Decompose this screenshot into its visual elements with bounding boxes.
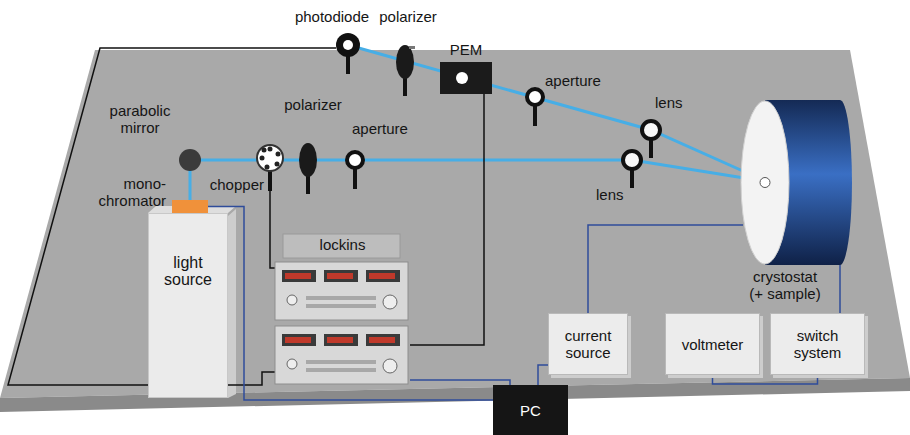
aperture-label: aperture	[352, 120, 422, 137]
pem-window	[456, 72, 468, 84]
node-label: voltmeter	[670, 336, 755, 353]
lens	[642, 121, 660, 139]
lockin-unit	[275, 326, 408, 384]
light-beam	[190, 160, 763, 200]
polarizer-label: polarizer	[373, 8, 443, 25]
signal-cable	[410, 94, 484, 345]
signal-cable	[588, 225, 743, 313]
monochromator-block: mono- chromator	[172, 200, 208, 213]
optic-post	[403, 78, 407, 96]
signal-cable	[538, 365, 548, 385]
photodiode-label: photodiode	[290, 8, 374, 25]
node-label: PC	[497, 402, 564, 419]
signal-cable	[208, 207, 493, 401]
light-source-side	[228, 209, 236, 398]
parabolic-mirror	[179, 149, 201, 171]
pem-modulator: PEM	[440, 62, 492, 94]
cryostat: crystostat (+ sample)	[740, 100, 860, 265]
chopper-slot	[262, 148, 267, 153]
lockin-display	[324, 270, 358, 282]
pem-aperture	[440, 62, 492, 94]
lockin-rack: lockins	[275, 232, 410, 392]
node-label: current source	[553, 327, 623, 361]
lockin-display	[366, 334, 400, 346]
lens-label: lens	[596, 186, 630, 203]
lockin-buttons	[306, 368, 376, 372]
lens	[623, 151, 641, 169]
chopper-label: chopper	[208, 176, 264, 193]
lockin-display	[282, 270, 316, 282]
lockin-buttons	[306, 296, 376, 300]
chopper-slot	[265, 165, 270, 170]
lockin-digits	[369, 337, 395, 343]
chopper-cable	[270, 190, 275, 268]
polarizer	[396, 45, 414, 79]
aperture-label: aperture	[545, 72, 615, 89]
lens-label: lens	[655, 94, 689, 111]
aperture	[527, 89, 543, 105]
photodiode	[336, 33, 360, 57]
light-source-box: light source	[148, 213, 228, 398]
lockin-knob	[383, 295, 397, 309]
optic-post	[353, 169, 357, 189]
polarizer-label: polarizer	[278, 96, 348, 113]
chopper-slot	[275, 162, 280, 167]
node-label: lockins	[283, 236, 402, 253]
lockin-buttons	[306, 304, 376, 308]
voltmeter-box: voltmeter	[665, 313, 760, 375]
aperture	[347, 152, 363, 168]
lockin-digits	[327, 337, 353, 343]
optic-post	[533, 106, 537, 126]
lockin-knob	[383, 359, 397, 373]
lockin-digits	[369, 273, 395, 279]
lockin-knob	[287, 359, 297, 369]
lockin-buttons	[306, 360, 376, 364]
node-label: PEM	[426, 41, 506, 58]
lockin-display	[282, 334, 316, 346]
chopper-slot	[276, 152, 281, 157]
chopper-slot	[268, 147, 273, 152]
pc-box: PC	[493, 385, 568, 435]
lockin-display	[366, 270, 400, 282]
optic-post	[346, 56, 350, 74]
light-beam	[348, 45, 763, 180]
lockin-display	[324, 334, 358, 346]
signal-cable	[839, 265, 841, 313]
table-front	[0, 378, 910, 412]
photodiode-window	[343, 40, 353, 50]
table-top	[0, 50, 910, 398]
node-label: light source	[152, 254, 224, 288]
cryostat-drawing	[740, 100, 860, 265]
node-label: crystostat (+ sample)	[746, 268, 824, 302]
node-label: mono- chromator	[90, 175, 166, 209]
optic-post	[630, 170, 634, 188]
lockin-knob	[287, 295, 297, 305]
cryostat-window-face	[741, 101, 789, 264]
polarizer	[299, 143, 317, 177]
polarizer-handle	[409, 46, 415, 49]
lockin-unit	[275, 262, 408, 320]
node-label: switch system	[775, 327, 860, 361]
switch-system-box: switch system	[770, 313, 865, 375]
optic-post	[649, 140, 653, 158]
chopper-slot	[260, 156, 265, 161]
lockin-digits	[285, 337, 311, 343]
optic-post	[306, 176, 310, 194]
signal-cable	[713, 375, 818, 384]
cryostat-window	[760, 178, 770, 188]
current-source-box: current source	[548, 313, 628, 375]
lockin-digits	[285, 273, 311, 279]
optic-post	[268, 171, 272, 191]
lockin-digits	[327, 273, 353, 279]
mirror-label: parabolic mirror	[98, 102, 182, 136]
chopper-wheel	[257, 145, 283, 171]
